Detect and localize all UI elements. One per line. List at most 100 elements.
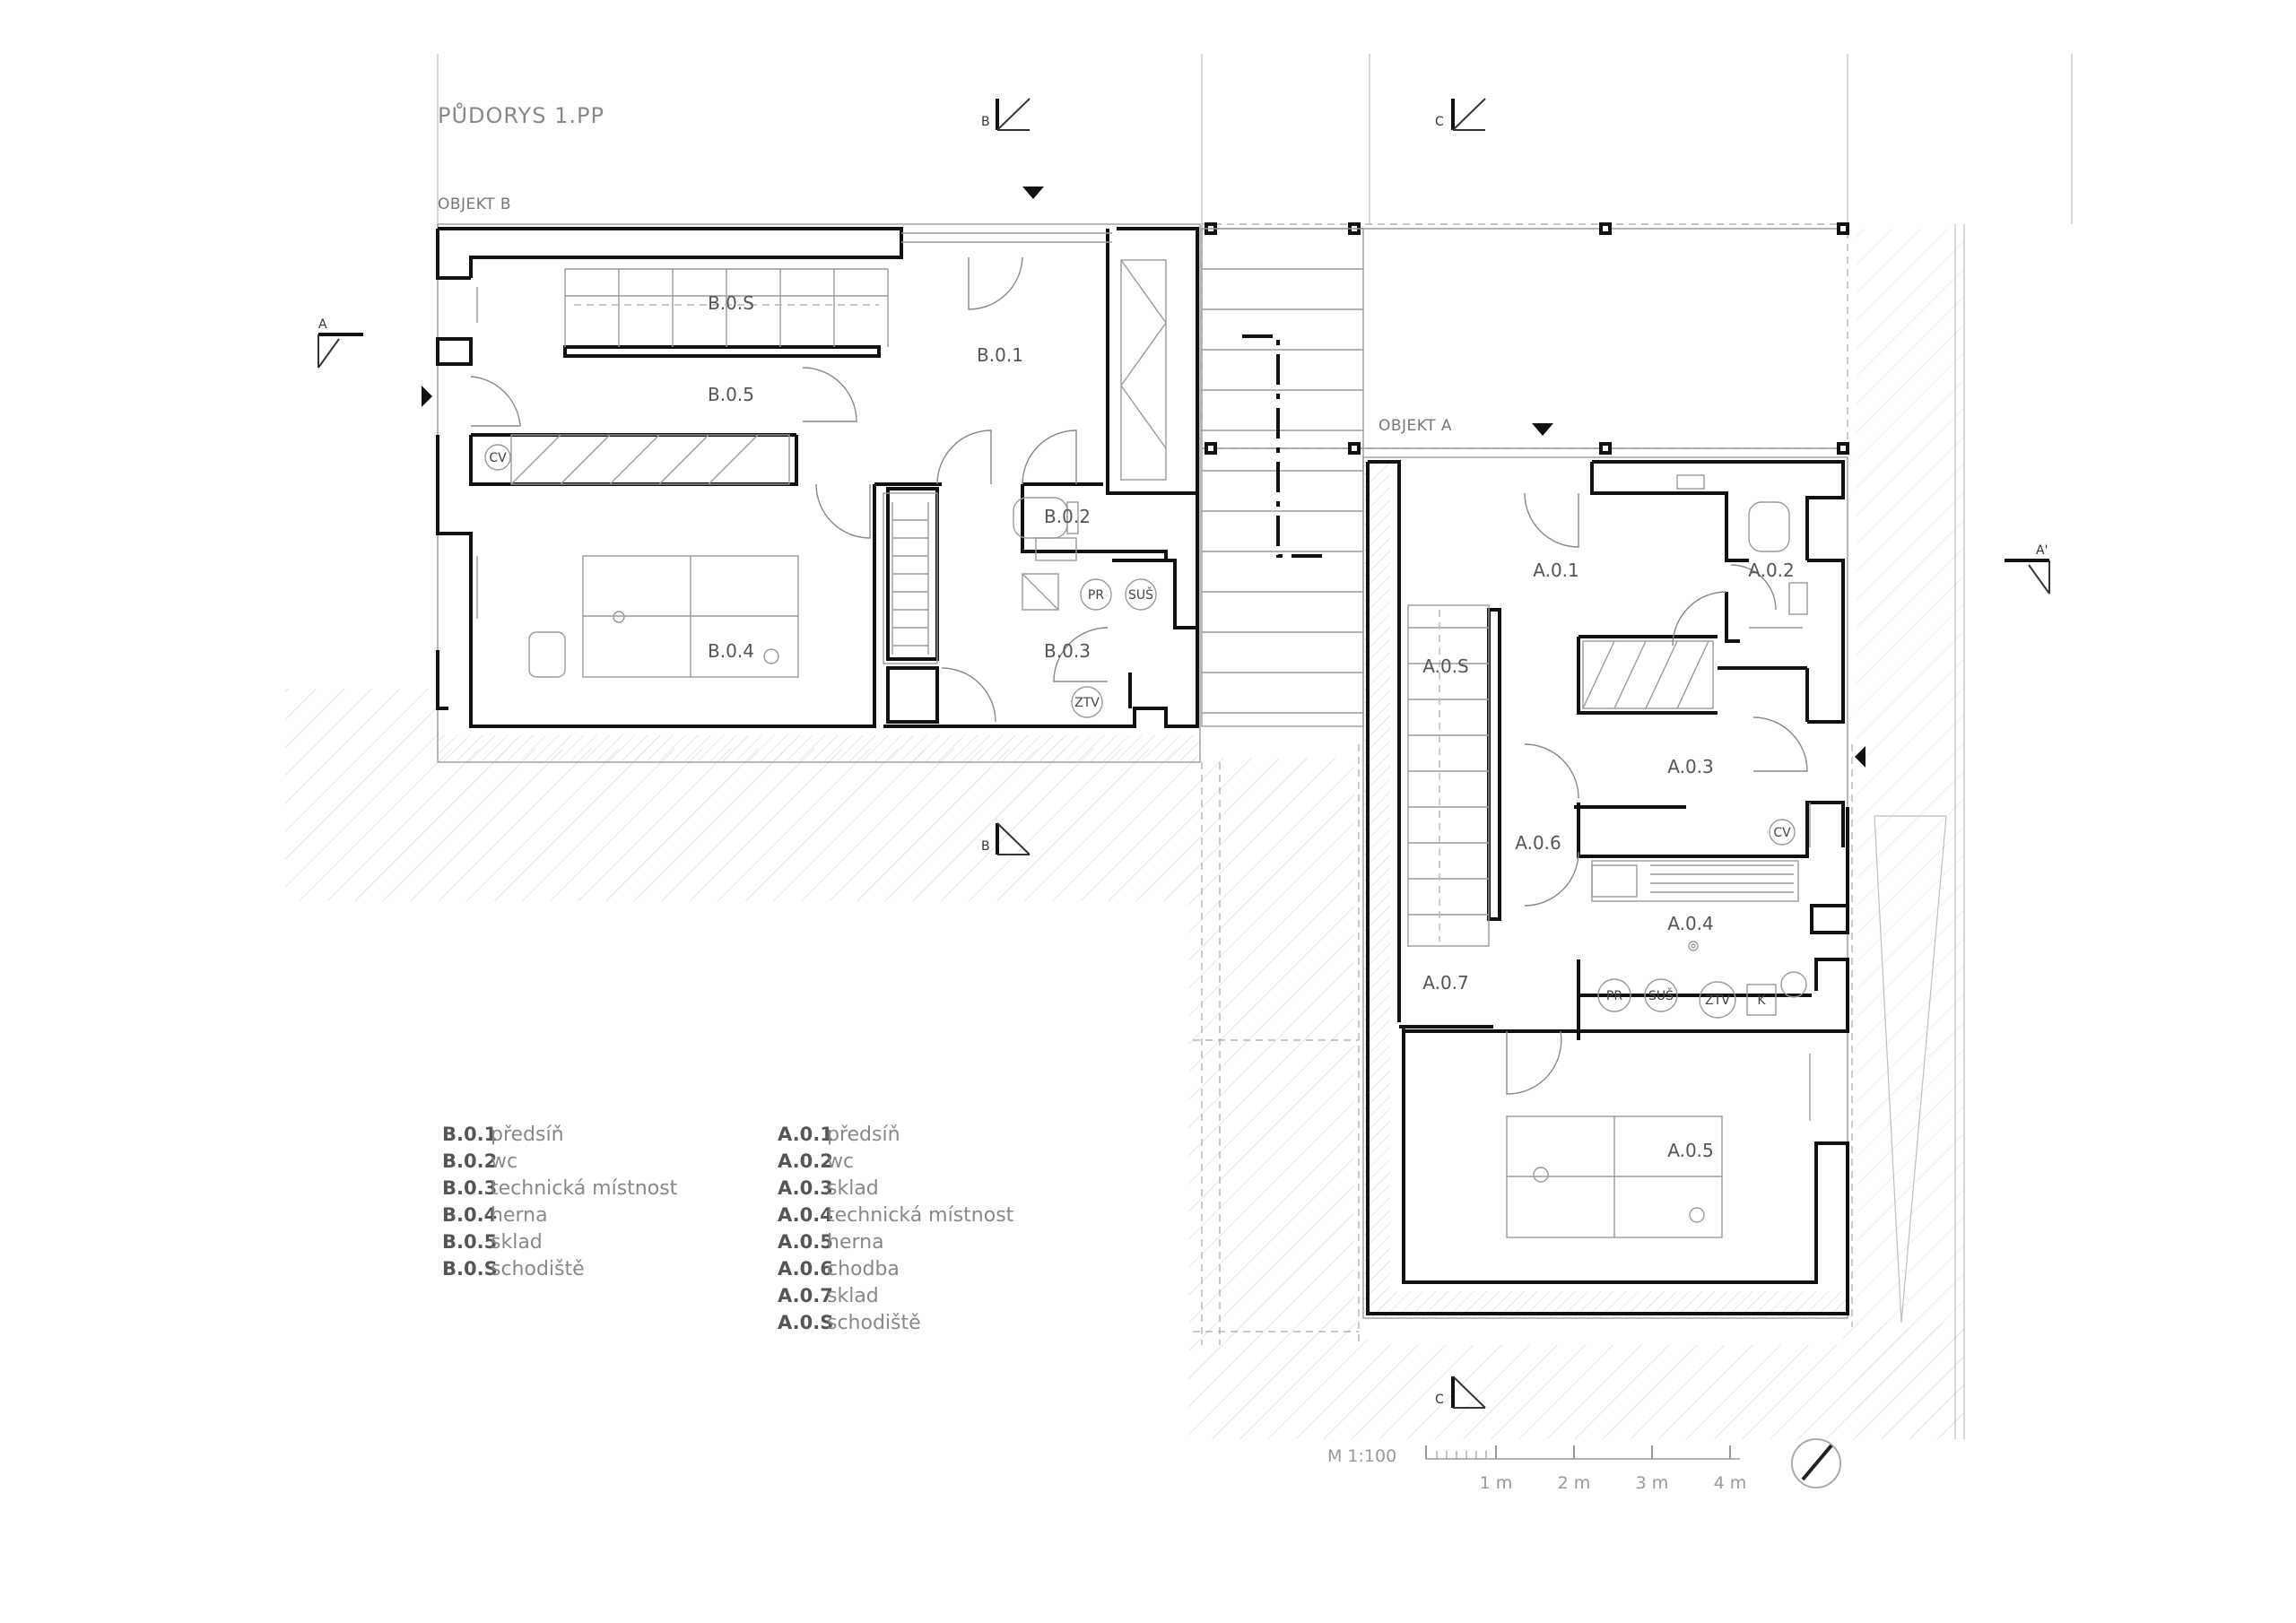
- legend-b-code: B.0.2: [442, 1150, 497, 1172]
- legend-b: B.0.1 předsíň B.0.2 wc B.0.3 technická m…: [442, 1124, 678, 1280]
- scale-bar: M 1:100 1 m 2 m 3 m 4 m: [1327, 1445, 1746, 1493]
- windows-a: [1749, 627, 1811, 1121]
- section-marker-a-left: A: [317, 317, 363, 369]
- room-a03-label: A.0.3: [1667, 756, 1714, 777]
- pr-fixture-b: [1080, 578, 1112, 611]
- sus-label-a: SUŠ: [1648, 987, 1674, 1003]
- building-a: [1362, 456, 1849, 1319]
- shelf-a03: [1582, 640, 1714, 709]
- exterior-stair: [1201, 228, 1364, 727]
- pr-label-b: PR: [1088, 588, 1104, 603]
- sus-fixture-a: [1644, 978, 1678, 1012]
- legend-b-code: B.0.3: [442, 1177, 497, 1199]
- pr-label-a: PR: [1606, 989, 1622, 1003]
- legend-a-name: technická místnost: [827, 1204, 1014, 1227]
- room-b05-label: B.0.5: [708, 384, 754, 405]
- legend-b-name: herna: [491, 1204, 548, 1227]
- legend-a-name: herna: [827, 1231, 884, 1254]
- wardrobe-b01: [1120, 259, 1167, 481]
- table-b04: [528, 555, 799, 678]
- cv-label-b: CV: [489, 451, 507, 465]
- svg-text:B: B: [981, 115, 990, 129]
- section-marker-a-right: A': [2005, 543, 2050, 595]
- legend-a-name: sklad: [827, 1177, 879, 1200]
- svg-text:C: C: [1435, 1393, 1444, 1407]
- object-a-label: OBJEKT A: [1378, 417, 1452, 435]
- doors-a: [1506, 492, 1808, 1095]
- ztv-label-b: ZTV: [1074, 696, 1100, 710]
- stair-a: [1407, 604, 1490, 947]
- legend-a-code: A.0.S: [778, 1312, 833, 1333]
- wc-a02: [1676, 474, 1808, 615]
- legend-b-name: schodiště: [491, 1258, 585, 1280]
- table-a05: [1506, 1115, 1723, 1238]
- room-a01-label: A.0.1: [1533, 560, 1579, 581]
- room-a02-label: A.0.2: [1748, 560, 1795, 581]
- legend-b-code: B.0.S: [442, 1258, 498, 1280]
- legend-a: A.0.1 předsíň A.0.2 wc A.0.3 sklad A.0.4…: [778, 1124, 1014, 1334]
- room-a05-label: A.0.5: [1667, 1140, 1714, 1161]
- legend-a-code: A.0.7: [778, 1285, 833, 1306]
- legend-a-name: wc: [827, 1150, 854, 1173]
- pr-fixture-a: [1597, 978, 1631, 1012]
- legend-b-name: předsíň: [491, 1124, 564, 1146]
- section-markers: A A' B B C C: [317, 98, 2050, 1409]
- section-marker-c-bottom: C: [1435, 1376, 1486, 1409]
- fixtures: CV PR SUŠ ZTV CV PR SUŠ ZTV K: [484, 444, 1796, 1019]
- cv-label-a: CV: [1773, 826, 1791, 840]
- legend-b-name: sklad: [491, 1231, 543, 1254]
- legend-a-name: sklad: [827, 1285, 879, 1307]
- plan-title: PŮDORYS 1.PP: [438, 101, 604, 128]
- room-b01-label: B.0.1: [977, 344, 1023, 366]
- k-label-a: K: [1757, 994, 1766, 1008]
- room-b03-label: B.0.3: [1044, 640, 1091, 662]
- room-a07-label: A.0.7: [1422, 972, 1469, 994]
- entrance-marker-b-left: [422, 386, 432, 407]
- scale-tick-2: 2 m: [1558, 1473, 1591, 1493]
- room-b0s-label: B.0.S: [708, 292, 754, 314]
- legend-b-name: wc: [491, 1150, 517, 1173]
- sus-fixture-b: [1125, 578, 1157, 611]
- scale-label: M 1:100: [1327, 1446, 1396, 1466]
- wc-b02: [1013, 497, 1079, 561]
- cv-fixture-a: [1769, 819, 1796, 846]
- legend-b-name: technická místnost: [491, 1177, 678, 1200]
- stair-b: [564, 268, 889, 347]
- guide-lines: [437, 54, 2073, 1439]
- room-a06-label: A.0.6: [1515, 832, 1561, 854]
- legend-b-code: B.0.1: [442, 1124, 497, 1145]
- scale-tick-1: 1 m: [1480, 1473, 1513, 1493]
- cv-fixture-b: [484, 444, 511, 471]
- legend-a-code: A.0.5: [778, 1231, 833, 1253]
- room-b04-label: B.0.4: [708, 640, 754, 662]
- svg-text:A: A: [318, 317, 327, 332]
- section-marker-b-top: B: [981, 98, 1031, 131]
- object-b-label: OBJEKT B: [438, 195, 511, 213]
- k-fixture-a: [1746, 984, 1777, 1016]
- doors-b: [470, 256, 1109, 723]
- windows-b: [476, 232, 1112, 619]
- svg-text:C: C: [1435, 115, 1444, 129]
- entrance-marker-a-top: [1532, 423, 1553, 436]
- legend-a-code: A.0.2: [778, 1150, 833, 1172]
- entrance-markers: [422, 187, 1866, 768]
- storage-shelf-b: [510, 434, 790, 485]
- ztv-label-a: ZTV: [1705, 994, 1730, 1008]
- legend-b-code: B.0.4: [442, 1204, 497, 1226]
- legend-a-code: A.0.1: [778, 1124, 833, 1145]
- legend-a-code: A.0.3: [778, 1177, 833, 1199]
- legend-a-code: A.0.6: [778, 1258, 833, 1280]
- room-a0s-label: A.0.S: [1422, 655, 1468, 677]
- terrain-hatch: [285, 229, 1964, 1439]
- entrance-marker-a-right: [1855, 746, 1866, 768]
- building-b: [436, 222, 1849, 763]
- scale-tick-3: 3 m: [1636, 1473, 1669, 1493]
- section-marker-c-top: C: [1435, 98, 1486, 131]
- room-labels: B.0.S B.0.1 B.0.5 B.0.2 B.0.4 B.0.3 A.0.…: [708, 292, 1795, 1161]
- ztv-fixture-a: [1699, 981, 1736, 1019]
- legend-b-code: B.0.5: [442, 1231, 497, 1253]
- svg-text:A': A': [2036, 543, 2048, 558]
- room-a04-label: A.0.4: [1667, 913, 1714, 934]
- legend-a-name: chodba: [827, 1258, 900, 1280]
